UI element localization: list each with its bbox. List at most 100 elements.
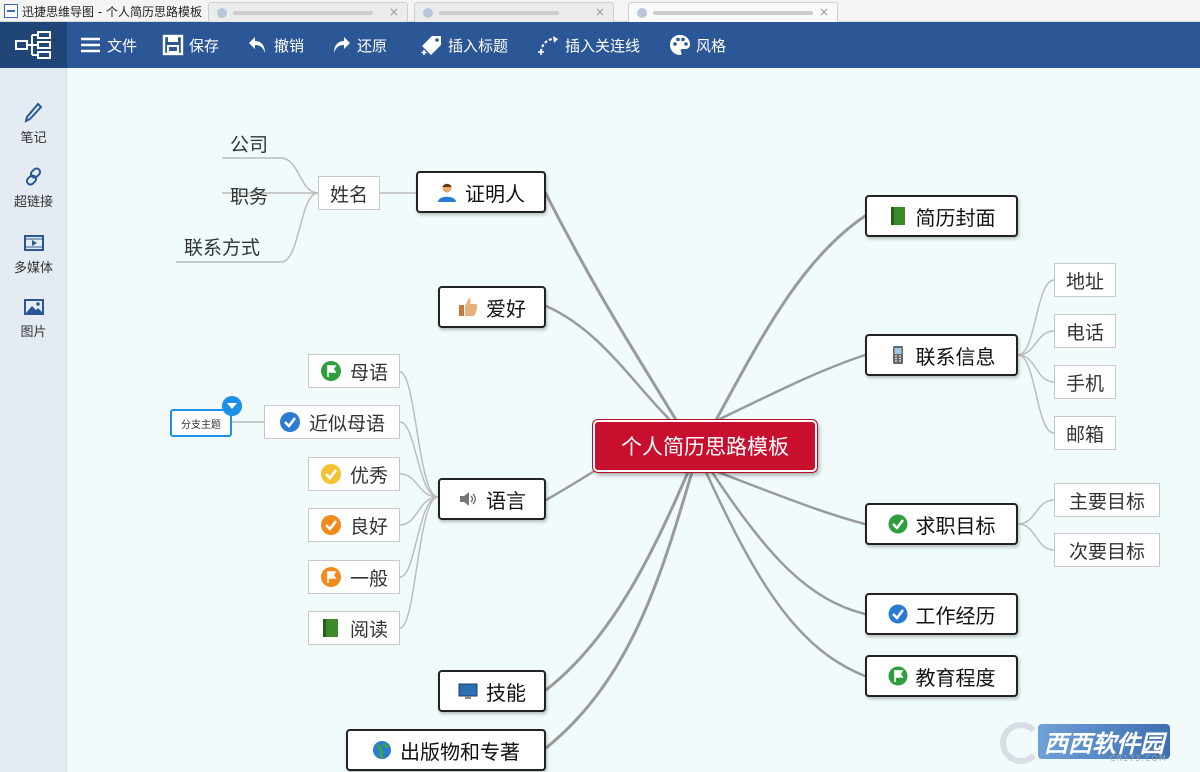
language-reading[interactable]: 阅读 [308, 611, 400, 645]
mindmap-home-button[interactable] [0, 22, 67, 68]
undo-label: 撤销 [274, 36, 305, 55]
language-excellent[interactable]: 优秀 [308, 457, 400, 491]
relation-line-icon [538, 34, 560, 56]
language-average[interactable]: 一般 [308, 560, 400, 594]
subtopic-label: 优秀 [349, 464, 388, 487]
subtopic-label: 邮箱 [1065, 423, 1104, 446]
browser-tab-active[interactable]: × [628, 2, 838, 22]
language-near-native[interactable]: 近似母语 [264, 405, 400, 439]
subtopic-label: 一般 [349, 567, 388, 590]
detail-position[interactable]: 职务 [230, 186, 269, 208]
multimedia-button[interactable]: 多媒体 [0, 228, 67, 284]
topic-job-goal[interactable]: 求职目标 [865, 503, 1018, 545]
style-button[interactable]: 风格 [669, 22, 726, 68]
note-label: 笔记 [20, 131, 47, 146]
topic-label: 工作经历 [915, 603, 996, 628]
person-icon [438, 183, 456, 202]
hyperlink-button[interactable]: 超链接 [0, 162, 67, 218]
undo-button[interactable]: 撤销 [247, 22, 304, 68]
window-title: 迅捷思维导图 - 个人简历思路模板 [22, 5, 202, 19]
topic-label: 语言 [486, 488, 526, 513]
mindmap-icon [15, 31, 51, 59]
topic-education[interactable]: 教育程度 [865, 655, 1018, 697]
goal-primary[interactable]: 主要目标 [1054, 483, 1160, 517]
toolbar: 文件 保存 撤销 还原 插入标题 插入关连线 风格 [0, 22, 1200, 68]
file-button[interactable]: 文件 [80, 22, 137, 68]
topic-label: 技能 [486, 680, 526, 705]
insert-label-button[interactable]: 插入标题 [421, 22, 508, 68]
check-green-icon [888, 514, 907, 534]
chevron-down-icon[interactable] [222, 396, 242, 416]
menu-icon [80, 34, 102, 56]
redo-button[interactable]: 还原 [330, 22, 387, 68]
subtopic-label: 阅读 [349, 618, 388, 641]
watermark-brand: 西西软件园 [1038, 724, 1170, 759]
title-bar: 迅捷思维导图 - 个人简历思路模板 × × × [0, 0, 1200, 22]
insert-relation-button[interactable]: 插入关连线 [538, 22, 640, 68]
topic-label: 证明人 [465, 181, 525, 206]
contact-address[interactable]: 地址 [1054, 263, 1116, 297]
detail-contact-method[interactable]: 联系方式 [184, 237, 261, 259]
hyperlink-label: 超链接 [13, 195, 53, 210]
video-icon [23, 235, 44, 251]
browser-tab[interactable]: × [208, 2, 408, 22]
check-blue-icon [279, 412, 300, 432]
image-icon [23, 299, 44, 315]
topic-reference[interactable]: 证明人 [416, 171, 546, 213]
topic-label: 教育程度 [915, 665, 996, 690]
note-button[interactable]: 笔记 [0, 98, 67, 154]
topic-publication[interactable]: 出版物和专著 [346, 729, 546, 771]
topic-label: 求职目标 [915, 513, 996, 538]
insert-label-label: 插入标题 [448, 36, 509, 55]
undo-icon [247, 34, 269, 56]
topic-hobby[interactable]: 爱好 [438, 286, 546, 328]
subtopic-label: 良好 [349, 515, 388, 538]
browser-tab[interactable]: × [414, 2, 614, 22]
monitor-icon [458, 683, 478, 699]
language-good[interactable]: 良好 [308, 508, 400, 542]
topic-label: 出版物和专著 [400, 739, 520, 764]
save-label: 保存 [189, 36, 220, 55]
topic-work-experience[interactable]: 工作经历 [865, 593, 1018, 635]
check-yellow-icon [320, 464, 341, 484]
subtopic-label: 电话 [1065, 321, 1104, 344]
tab-label-placeholder [233, 11, 373, 15]
image-button[interactable]: 图片 [0, 292, 67, 348]
close-icon[interactable]: × [818, 5, 829, 19]
tab-label-placeholder [439, 11, 559, 15]
save-button[interactable]: 保存 [162, 22, 219, 68]
check-blue-icon [888, 604, 907, 624]
multimedia-label: 多媒体 [13, 261, 53, 276]
topic-resume-cover[interactable]: 简历封面 [865, 195, 1018, 237]
flag-green-icon [320, 361, 341, 381]
style-label: 风格 [696, 36, 727, 55]
subtopic-name[interactable]: 姓名 [318, 176, 380, 210]
topic-skill[interactable]: 技能 [438, 670, 546, 712]
goal-secondary[interactable]: 次要目标 [1054, 533, 1160, 567]
topic-label: 联系信息 [915, 344, 996, 369]
topic-language[interactable]: 语言 [438, 478, 546, 520]
contact-telephone[interactable]: 电话 [1054, 314, 1116, 348]
pencil-icon [24, 102, 42, 123]
language-native[interactable]: 母语 [308, 354, 400, 388]
book-icon [890, 207, 905, 225]
close-icon[interactable]: × [594, 5, 605, 19]
tag-icon [421, 34, 443, 56]
insert-relation-label: 插入关连线 [565, 36, 641, 55]
contact-mobile[interactable]: 手机 [1054, 365, 1116, 399]
subtopic-label: 手机 [1065, 372, 1104, 395]
floating-branch-topic[interactable]: 分支主题 [170, 409, 232, 437]
contact-email[interactable]: 邮箱 [1054, 416, 1116, 450]
topic-contact-info[interactable]: 联系信息 [865, 334, 1018, 376]
close-icon[interactable]: × [388, 5, 399, 19]
thumbs-up-icon [459, 298, 478, 316]
root-topic[interactable]: 个人简历思路模板 [593, 420, 817, 472]
save-icon [162, 34, 184, 56]
detail-company[interactable]: 公司 [230, 134, 269, 156]
speaker-icon [460, 492, 476, 506]
redo-icon [330, 34, 352, 56]
topic-label: 爱好 [486, 296, 526, 321]
watermark-mark [1000, 722, 1042, 764]
app-icon [4, 4, 18, 18]
